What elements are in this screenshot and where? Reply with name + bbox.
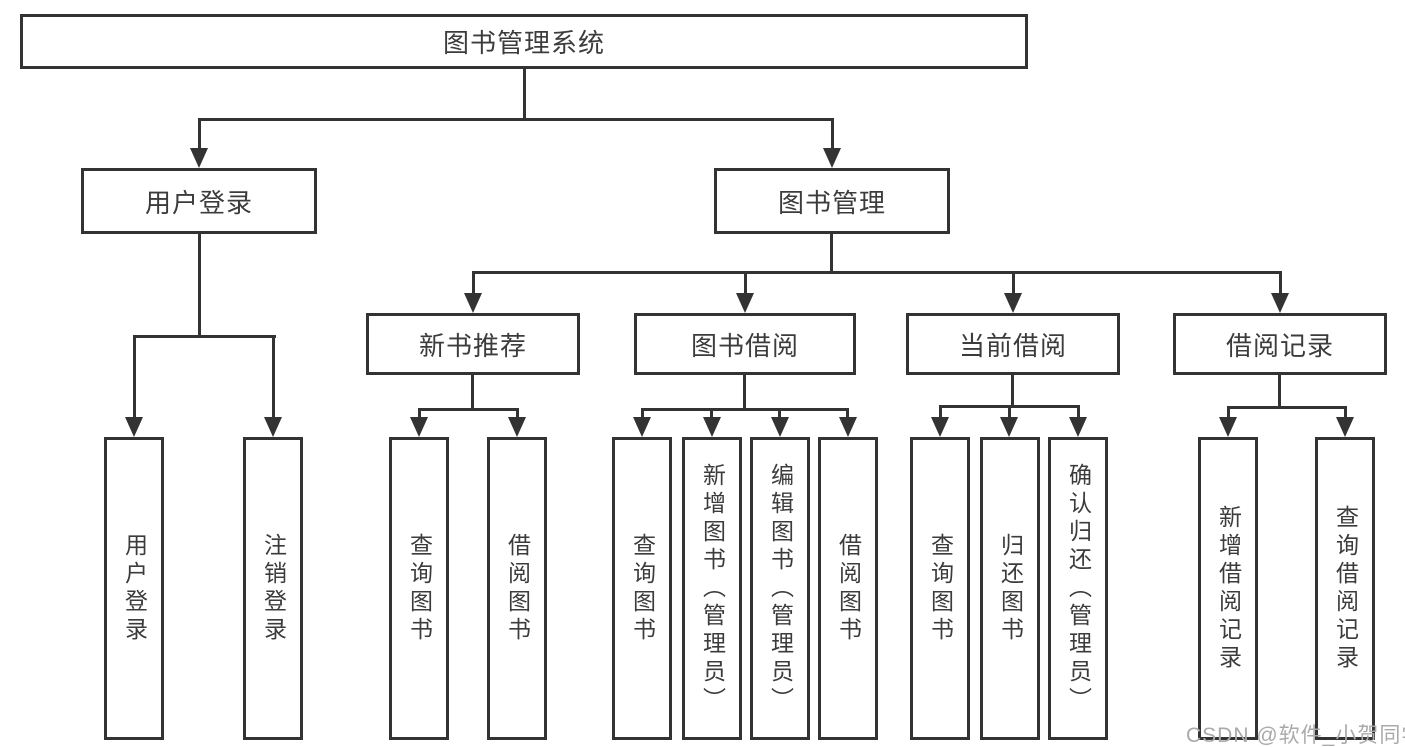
connector-line [198,118,201,150]
arrow-down-icon [508,417,526,437]
connector-line [1344,406,1347,419]
leaf-borrow-books-borrowing: 借阅图书 [818,437,878,740]
connector-line [1012,271,1015,295]
connector-line [778,408,781,419]
connector-line [472,271,1282,274]
connector-line [744,271,747,295]
arrow-down-icon [1219,417,1237,437]
arrow-down-icon [703,417,721,437]
arrow-down-icon [464,293,482,313]
node-borrowing-records: 借阅记录 [1173,313,1387,375]
connector-line [939,405,942,419]
connector-line [831,118,834,150]
connector-line [523,69,526,120]
node-library-system: 图书管理系统 [20,14,1028,69]
connector-line [516,408,519,419]
connector-line [198,118,834,121]
node-user-login: 用户登录 [81,168,317,234]
arrow-down-icon [1000,417,1018,437]
arrow-down-icon [1004,293,1022,313]
connector-line [272,335,275,419]
arrow-down-icon [410,417,428,437]
connector-line [1227,406,1347,409]
arrow-down-icon [931,417,949,437]
connector-line [710,408,713,419]
node-label: 借阅图书 [504,532,531,645]
leaf-query-borrow-record: 查询借阅记录 [1315,437,1375,740]
connector-line [830,234,833,274]
arrow-down-icon [125,417,143,437]
leaf-user-login: 用户登录 [104,437,164,740]
leaf-confirm-return-admin: 确认归还（管理员） [1048,437,1108,740]
leaf-query-books-current: 查询图书 [910,437,970,740]
connector-line [1279,271,1282,295]
connector-line [133,335,136,419]
connector-line [198,234,201,338]
node-label: 确认归还（管理员） [1065,462,1092,715]
arrow-down-icon [1069,417,1087,437]
leaf-edit-book-admin: 编辑图书（管理员） [750,437,810,740]
leaf-borrow-books-recommend: 借阅图书 [487,437,547,740]
node-label: 注销登录 [260,532,287,645]
connector-line [418,408,519,411]
connector-line [472,271,475,295]
connector-line [1077,405,1080,419]
arrow-down-icon [839,417,857,437]
node-new-book-recommend: 新书推荐 [366,313,580,375]
node-label: 编辑图书（管理员） [767,462,794,715]
arrow-down-icon [633,417,651,437]
arrow-down-icon [264,417,282,437]
arrow-down-icon [823,148,841,168]
node-label: 借阅记录 [1225,330,1334,361]
node-book-management: 图书管理 [714,168,950,234]
connector-line [1227,406,1230,419]
arrow-down-icon [1336,417,1354,437]
leaf-logout: 注销登录 [243,437,303,740]
arrow-down-icon [190,148,208,168]
node-label: 归还图书 [997,532,1024,645]
node-label: 查询图书 [406,532,433,645]
node-book-borrowing: 图书借阅 [634,313,856,375]
leaf-query-books-borrowing: 查询图书 [612,437,672,740]
connector-line [1011,375,1014,408]
leaf-query-books-recommend: 查询图书 [389,437,449,740]
leaf-add-borrow-record: 新增借阅记录 [1198,437,1258,740]
arrow-down-icon [736,293,754,313]
node-label: 新增图书（管理员） [699,462,726,715]
node-label: 借阅图书 [835,532,862,645]
arrow-down-icon [771,417,789,437]
connector-line [846,408,849,419]
watermark: CSDN @软件_小贺同学 [1186,724,1405,747]
node-label: 用户登录 [121,532,148,645]
connector-line [418,408,421,419]
node-label: 图书管理 [777,187,886,218]
node-label: 当前借阅 [958,330,1067,361]
node-label: 图书管理系统 [442,28,605,58]
node-label: 查询借阅记录 [1332,504,1359,673]
node-label: 用户登录 [144,187,253,218]
connector-line [743,375,746,411]
leaf-return-books: 归还图书 [980,437,1040,740]
node-label: 新书推荐 [418,330,527,361]
connector-line [1008,405,1011,419]
node-current-borrowing: 当前借阅 [906,313,1120,375]
connector-line [1278,375,1281,409]
leaf-add-book-admin: 新增图书（管理员） [682,437,742,740]
node-label: 新增借阅记录 [1215,504,1242,673]
connector-line [641,408,849,411]
connector-line [133,335,276,338]
connector-line [471,375,474,411]
node-label: 查询图书 [927,532,954,645]
node-label: 图书借阅 [690,330,799,361]
node-label: 查询图书 [629,532,656,645]
arrow-down-icon [1271,293,1289,313]
connector-line [641,408,644,419]
